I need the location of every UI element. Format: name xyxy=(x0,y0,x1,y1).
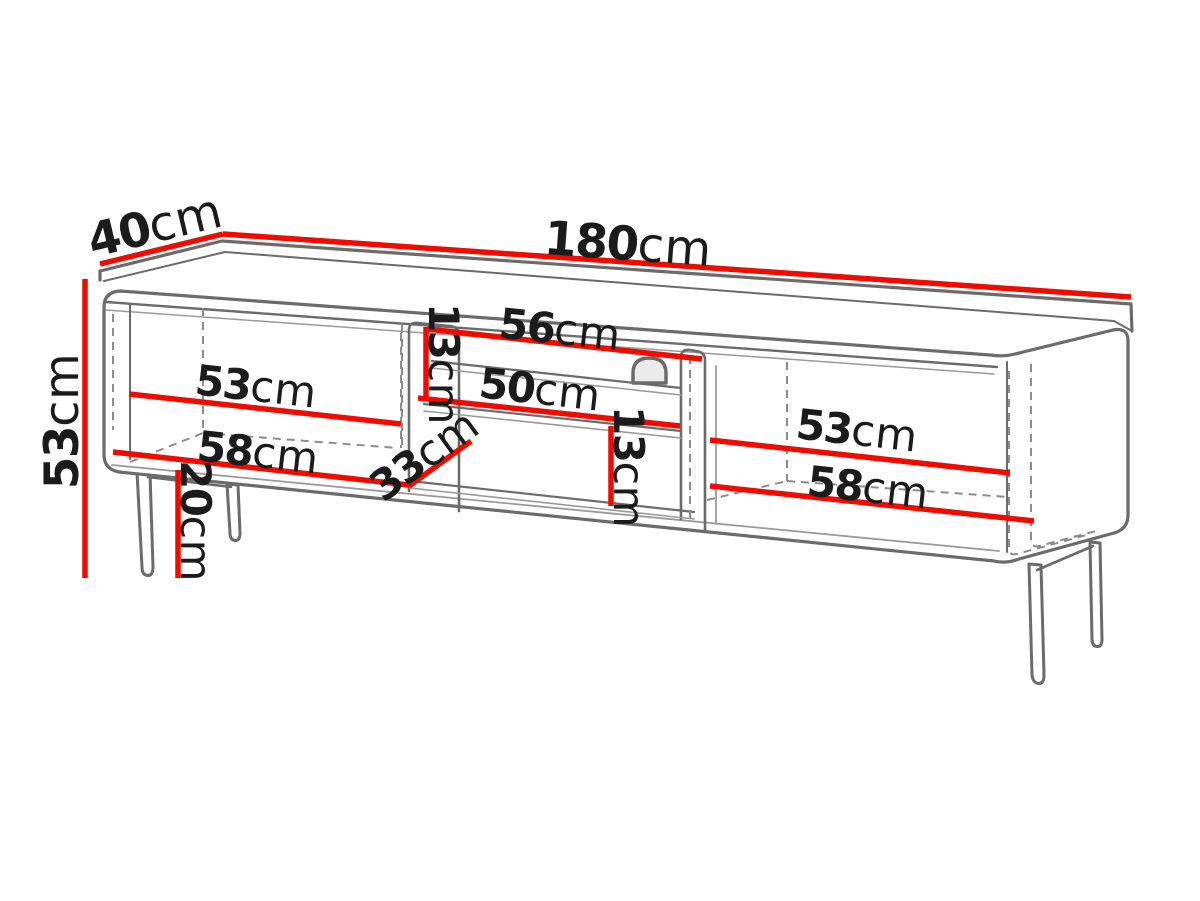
dim-line-interior-depth xyxy=(407,438,473,489)
dim-line-left-width xyxy=(128,391,402,427)
dim-line-width xyxy=(222,231,1132,300)
label-left-width: 53cm xyxy=(192,355,319,418)
label-middle-shelf-width: 50cm xyxy=(476,358,603,421)
dim-line-left-bottom-width xyxy=(112,449,410,488)
hidden-edges xyxy=(112,308,1097,556)
label-height: 53cm xyxy=(34,353,90,490)
label-leg-height: 20cm xyxy=(170,460,220,582)
label-width: 180cm xyxy=(542,210,713,278)
bottom-inner-edge xyxy=(111,464,1000,552)
label-left-bottom-width: 58cm xyxy=(194,421,321,484)
top-rail xyxy=(104,300,999,369)
top-board xyxy=(98,239,1134,333)
cabinet-drawing xyxy=(98,239,1134,686)
left-leg-rail xyxy=(146,475,233,489)
right-floor-back-edge xyxy=(786,480,1009,498)
label-middle-low-height: 13cm xyxy=(603,406,653,528)
dim-line-middle-shelf-width xyxy=(417,395,681,429)
shelf-mid-front xyxy=(422,402,683,433)
label-right-width: 53cm xyxy=(793,399,920,462)
cable-hole-arch xyxy=(631,356,668,385)
leg-frame-left xyxy=(135,470,242,578)
label-middle-top-width: 56cm xyxy=(497,299,624,361)
label-right-bottom-width: 58cm xyxy=(804,456,931,519)
dim-line-right-bottom-width xyxy=(709,483,1035,524)
dimension-lines xyxy=(82,231,1132,578)
leg-frame-right xyxy=(1027,540,1104,686)
shelf-top-back xyxy=(431,367,682,396)
front-right-leg xyxy=(1027,562,1046,686)
right-leg-rail xyxy=(1035,544,1095,572)
dimension-labels: 40cm 180cm 53cm 53cm 58cm 56cm 50cm 13cm… xyxy=(34,183,931,582)
back-left-leg xyxy=(225,482,242,543)
label-middle-top-height: 13cm xyxy=(418,303,468,425)
left-floor-back-edge xyxy=(202,432,399,449)
dim-line-right-width xyxy=(709,437,1011,476)
shelf-bottom-front xyxy=(408,479,696,514)
front-left-leg xyxy=(135,470,155,578)
top-board-outer-edge xyxy=(98,239,1134,333)
back-right-leg xyxy=(1088,540,1104,649)
right-wall-hidden-edge-b xyxy=(1030,364,1097,548)
dim-line-depth xyxy=(99,231,224,267)
divider-right-front-edge xyxy=(679,348,707,533)
dim-line-middle-top-width xyxy=(426,326,703,362)
shelf-mid-back xyxy=(423,410,682,439)
top-board-inner-edge xyxy=(103,251,1133,332)
shelf-bottom-back xyxy=(409,487,695,520)
right-wall-hidden-edge-a xyxy=(1008,371,1091,556)
